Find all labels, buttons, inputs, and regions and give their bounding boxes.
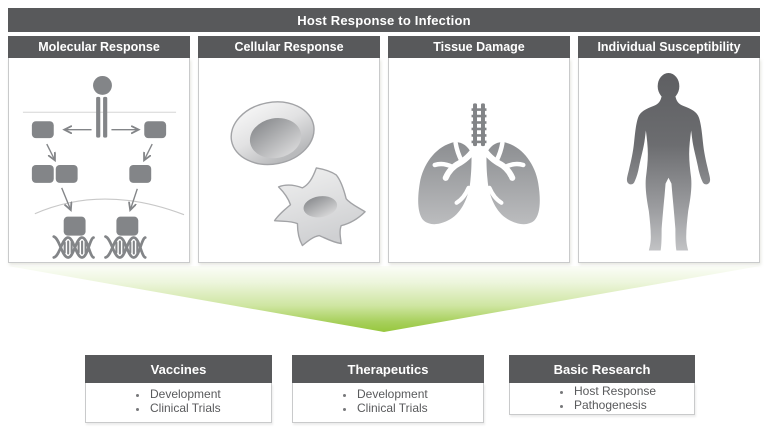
list-item: Clinical Trials — [148, 401, 267, 415]
box-vaccines-list: Development Clinical Trials — [86, 383, 271, 415]
outcome-boxes: Vaccines Development Clinical Trials The… — [0, 355, 768, 428]
bronchial-tree — [432, 140, 526, 205]
immune-cells-icon — [230, 101, 366, 247]
box-vaccines-body: Development Clinical Trials — [85, 383, 272, 423]
molecule-box — [31, 121, 54, 139]
panel-molecular-response-body — [8, 58, 190, 263]
signal-arrows — [46, 130, 153, 160]
box-therapeutics: Therapeutics Development Clinical Trials — [292, 355, 484, 423]
box-basic-research: Basic Research Host Response Pathogenesi… — [509, 355, 695, 415]
box-therapeutics-body: Development Clinical Trials — [292, 383, 484, 423]
panel-tissue-damage-body — [388, 58, 570, 263]
human-silhouette-icon — [626, 72, 711, 251]
box-basic-research-body: Host Response Pathogenesis — [509, 383, 695, 415]
panel-molecular-response-label: Molecular Response — [38, 40, 160, 54]
molecule-box — [63, 216, 86, 236]
panel-cellular-response-body — [198, 58, 380, 263]
molecule-box — [55, 164, 78, 183]
box-vaccines: Vaccines Development Clinical Trials — [85, 355, 272, 423]
box-vaccines-title: Vaccines — [150, 361, 207, 377]
receptor-icon — [93, 75, 112, 138]
box-therapeutics-title: Therapeutics — [347, 361, 429, 377]
box-basic-research-list: Host Response Pathogenesis — [510, 383, 694, 412]
round-cell-icon — [230, 101, 315, 166]
signal-arrows — [61, 187, 138, 210]
main-header: Host Response to Infection — [8, 8, 760, 32]
panel-cellular-response: Cellular Response — [198, 36, 380, 263]
lung-lobes — [418, 142, 540, 225]
molecule-box — [144, 121, 167, 139]
panel-cellular-response-label: Cellular Response — [234, 40, 344, 54]
box-therapeutics-header: Therapeutics — [292, 355, 484, 383]
main-header-title: Host Response to Infection — [297, 12, 471, 28]
response-panels: Molecular Response — [8, 36, 760, 263]
panel-individual-susceptibility-header: Individual Susceptibility — [578, 36, 760, 58]
dna-icon — [104, 235, 147, 259]
lungs-icon — [418, 103, 540, 225]
panel-tissue-damage-header: Tissue Damage — [388, 36, 570, 58]
panel-individual-susceptibility: Individual Susceptibility — [578, 36, 760, 263]
trachea-icon — [471, 103, 487, 147]
list-item: Development — [355, 387, 479, 401]
molecule-box — [116, 216, 139, 236]
list-item: Development — [148, 387, 267, 401]
panel-tissue-damage: Tissue Damage — [388, 36, 570, 263]
funnel-arrow — [8, 266, 760, 332]
box-therapeutics-list: Development Clinical Trials — [293, 383, 483, 415]
box-basic-research-title: Basic Research — [553, 361, 651, 377]
panel-individual-susceptibility-body — [578, 58, 760, 263]
molecule-box — [129, 164, 152, 183]
panel-individual-susceptibility-label: Individual Susceptibility — [597, 40, 741, 54]
star-cell-icon — [273, 167, 366, 247]
list-item: Host Response — [572, 384, 690, 398]
dna-icon — [52, 235, 95, 259]
box-vaccines-header: Vaccines — [85, 355, 272, 383]
panel-tissue-damage-label: Tissue Damage — [433, 40, 525, 54]
panel-molecular-response: Molecular Response — [8, 36, 190, 263]
panel-molecular-response-header: Molecular Response — [8, 36, 190, 58]
panel-cellular-response-header: Cellular Response — [198, 36, 380, 58]
list-item: Pathogenesis — [572, 398, 690, 412]
molecule-box — [31, 164, 54, 183]
signaling-pathway-icon — [22, 75, 185, 259]
list-item: Clinical Trials — [355, 401, 479, 415]
box-basic-research-header: Basic Research — [509, 355, 695, 383]
nuclear-membrane-arc — [34, 198, 185, 216]
